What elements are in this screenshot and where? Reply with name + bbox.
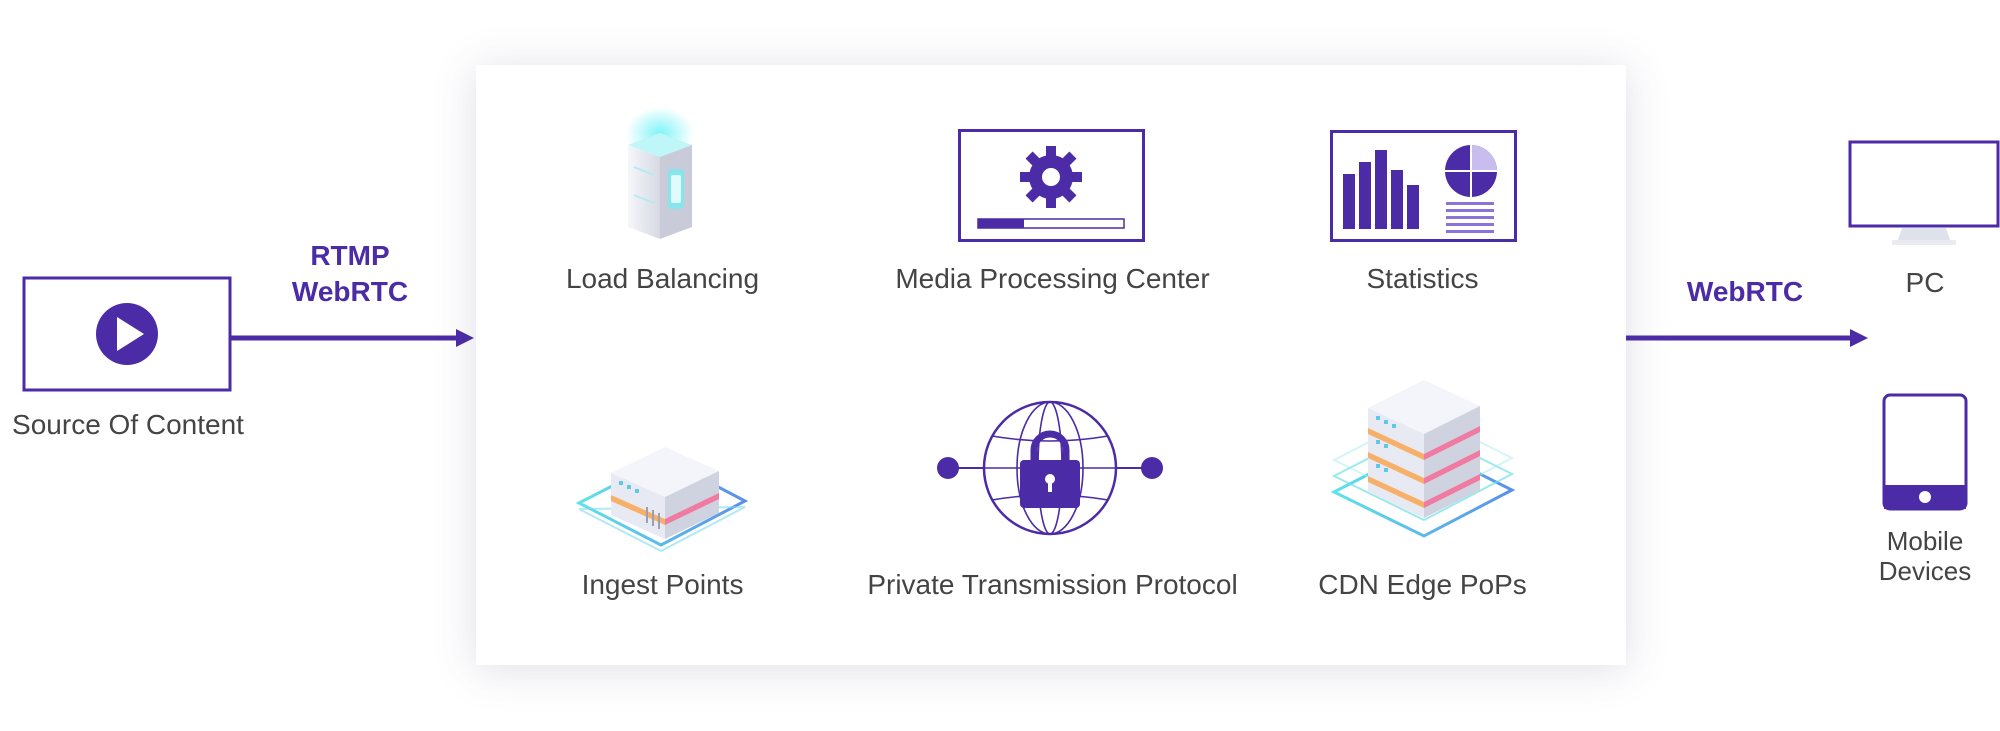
server-rack-icon <box>1330 380 1516 538</box>
cdn-edge-label: CDN Edge PoPs <box>1318 569 1527 600</box>
gear-icon <box>1020 146 1082 208</box>
media-processing-label: Media Processing Center <box>895 263 1210 294</box>
ingest-points-label: Ingest Points <box>581 569 744 600</box>
statistics-screen <box>1330 130 1517 242</box>
progress-bar <box>977 218 1125 229</box>
private-protocol-label: Private Transmission Protocol <box>867 569 1238 600</box>
media-processing-screen <box>958 129 1145 242</box>
source-label: Source Of Content <box>12 409 244 440</box>
secure-globe-icon <box>937 400 1163 536</box>
mobile-label-line2: Devices <box>1878 556 1972 586</box>
pc-label: PC <box>1905 267 1945 298</box>
legend-lines <box>1446 202 1494 233</box>
tablet-icon <box>1882 393 1968 511</box>
statistics-label: Statistics <box>1366 263 1479 294</box>
bar-chart-icon <box>1343 150 1419 229</box>
server-stack-icon <box>575 447 749 553</box>
pie-chart-icon <box>1445 145 1497 197</box>
ingress-protocol-rtmp: RTMP <box>310 240 390 271</box>
source-screen <box>22 276 232 392</box>
padlock-icon <box>1020 430 1080 508</box>
ingress-protocol-webrtc: WebRTC <box>291 276 409 307</box>
load-balancing-label: Load Balancing <box>565 263 760 294</box>
egress-protocol-webrtc: WebRTC <box>1686 276 1804 307</box>
mobile-label-line1: Mobile <box>1886 526 1964 556</box>
monitor-icon <box>1848 140 2000 245</box>
play-icon <box>96 303 158 365</box>
ingress-arrow <box>230 329 474 347</box>
egress-arrow <box>1626 329 1868 347</box>
server-tower-icon <box>626 107 694 239</box>
